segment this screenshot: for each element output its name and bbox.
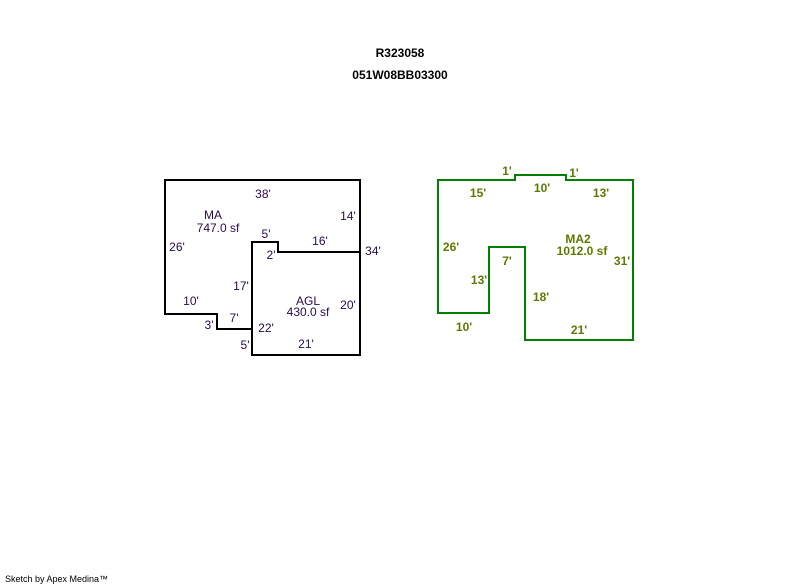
ma2-dim-bump-left: 1' xyxy=(502,164,512,178)
agl-dim-left: 22' xyxy=(258,321,274,335)
ma-label: MA xyxy=(204,208,222,222)
ma-dim-inner: 17' xyxy=(233,279,249,293)
ma2-dim-top-left: 15' xyxy=(469,186,487,200)
ma2-dim-notch-left: 13' xyxy=(470,273,488,287)
ma2-dim-bump-right: 1' xyxy=(569,166,579,180)
agl-label: AGL xyxy=(295,294,321,308)
ma2-dim-bump-top: 10' xyxy=(533,181,551,195)
agl-area: 430.0 sf xyxy=(286,305,330,319)
footer-credit: Sketch by Apex Medina™ xyxy=(5,574,109,584)
ma-dim-step: 3' xyxy=(204,318,214,332)
ma2-outline xyxy=(437,174,634,341)
agl-dim-bottom: 21' xyxy=(298,337,314,351)
ma2-dim-bottom-left: 10' xyxy=(455,320,473,334)
ma2-dim-notch-top: 7' xyxy=(502,254,512,268)
ma-dim-right-total: 34' xyxy=(365,244,381,258)
ma-dim-notch-top: 5' xyxy=(261,227,271,241)
ma2-dim-bottom-right: 21' xyxy=(570,323,588,337)
ma-dim-inner-top: 16' xyxy=(312,234,328,248)
ma2-dim-right: 31' xyxy=(613,254,631,268)
ma2-dim-notch-right: 18' xyxy=(532,290,550,304)
ma2-label: MA2 xyxy=(565,232,591,246)
map-number: 051W08BB03300 xyxy=(352,68,448,82)
ma2-area: 1012.0 sf xyxy=(556,244,608,258)
ma2-dim-top-right: 13' xyxy=(592,186,610,200)
ma-dim-bottom-step: 7' xyxy=(229,311,239,325)
ma-dim-top: 38' xyxy=(255,187,271,201)
ma-dim-notch-side: 2' xyxy=(266,248,276,262)
ma-dim-left: 26' xyxy=(169,240,185,254)
agl-dim-right: 20' xyxy=(340,298,356,312)
agl-dim-left-low: 5' xyxy=(240,338,250,352)
account-number: R323058 xyxy=(375,46,425,60)
agl-outline xyxy=(251,241,361,356)
ma-dim-right-upper: 14' xyxy=(340,209,356,223)
ma2-dim-left: 26' xyxy=(442,240,460,254)
ma-dim-bottom-left: 10' xyxy=(183,294,199,308)
ma-area: 747.0 sf xyxy=(196,221,240,235)
